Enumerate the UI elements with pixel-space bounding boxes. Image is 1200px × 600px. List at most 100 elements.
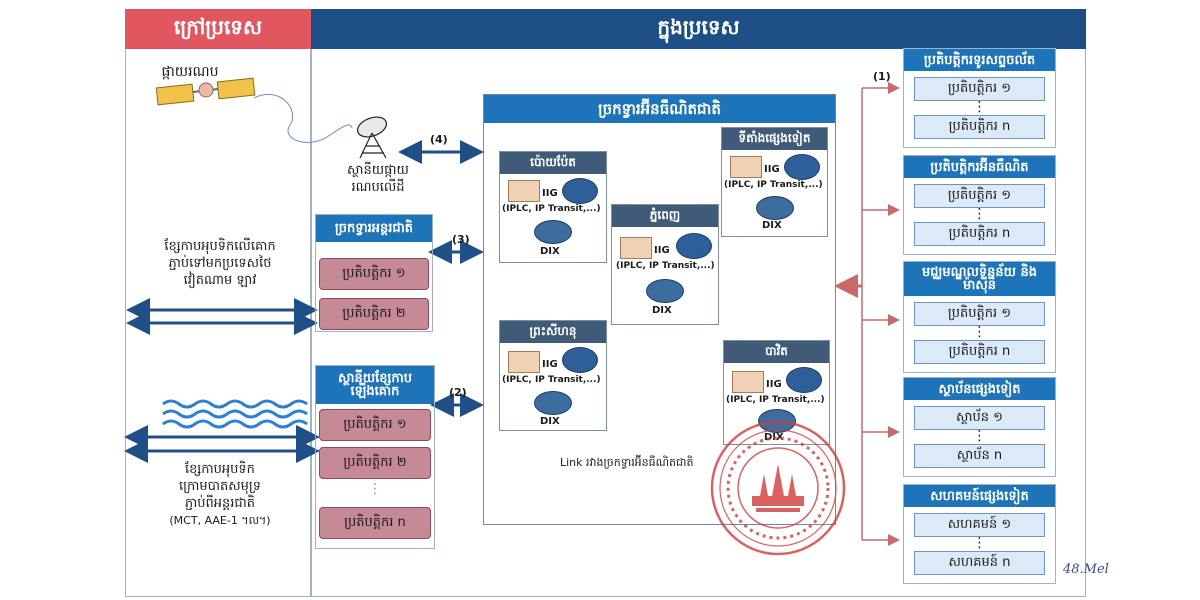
right-group-4-title: ស្ថាប័នផ្សេងទៀត <box>904 378 1055 400</box>
land-cable-line-2: ភ្ជាប់ទៅមកប្រទេសថៃ <box>168 256 272 271</box>
cable-station-title-2: ឡើងគោក <box>350 384 400 399</box>
right-group-3: មជ្ឈមណ្ឌលទិន្នន័យ និងម៉ាស៊ីន ប្រតិបត្តិក… <box>903 261 1056 373</box>
node-sihanouk-title: ព្រះសីហនុ <box>500 321 606 343</box>
right-group-1-top: ប្រតិបត្តិករ ១ <box>914 77 1045 101</box>
intl-operator-1: ប្រតិបត្តិករ ១ <box>319 258 429 290</box>
dix-label: DIX <box>762 220 782 231</box>
iig-label: IIG <box>764 164 780 175</box>
intl-operator-2: ប្រតិបត្តិករ ២ <box>319 298 429 330</box>
right-bracket <box>834 82 900 546</box>
iig-label: IIG <box>542 359 558 370</box>
iig-device-icon <box>620 237 652 259</box>
node-poipet-title: ប៉ោយប៉ែត <box>500 152 606 174</box>
router-icon <box>562 347 598 373</box>
right-group-3-dots: ⋮ <box>972 324 987 340</box>
link-legend-label: Link រវាងច្រកទ្វារអ៊ីនធឺណិតជាតិ <box>560 456 694 469</box>
international-gateway-title: ច្រកទ្វារអន្តរជាតិ <box>316 215 432 242</box>
router-icon <box>676 233 712 259</box>
submarine-cable-text: ខ្សែកាបអុបទិក ក្រោមបាតសមុទ្រ ភ្ជាប់ពីអន្… <box>130 461 310 529</box>
node-sihanouk: ព្រះសីហនុ IIG (IPLC, IP Transit,...) DIX <box>499 320 607 431</box>
node-bavet: បាវិត IIG (IPLC, IP Transit,...) DIX <box>723 340 830 445</box>
node-phnom-penh: ភ្នំពេញ IIG (IPLC, IP Transit,...) DIX <box>611 204 719 325</box>
iig-device-icon <box>508 351 540 373</box>
cable-operator-n: ប្រតិបត្តិករ n <box>319 507 431 539</box>
land-cable-line-1: ខ្សែកាបអុបទិកលើគោក <box>164 239 276 254</box>
submarine-line-2: ក្រោមបាតសមុទ្រ <box>178 479 261 494</box>
router-icon <box>784 154 820 180</box>
land-cable-line-3: វៀតណាម ឡាវ <box>183 273 257 288</box>
right-group-5-title: សហគមន៍ផ្សេងទៀត <box>904 485 1055 507</box>
cable-station-title: ស្ថានីយខ្សែកាប ឡើងគោក <box>316 366 434 404</box>
submarine-line-1: ខ្សែកាបអុបទិក <box>185 462 255 477</box>
right-group-5-top: សហគមន៍ ១ <box>914 513 1045 537</box>
right-group-2-bottom: ប្រតិបត្តិករ n <box>914 222 1045 246</box>
abroad-header: ក្រៅប្រទេស <box>125 9 311 49</box>
dix-router-icon <box>646 279 684 303</box>
router-icon <box>786 367 822 393</box>
iig-sublabel: (IPLC, IP Transit,...) <box>616 261 715 271</box>
dix-label: DIX <box>540 246 560 257</box>
iig-label: IIG <box>766 379 782 390</box>
signature: 48.Mel <box>1063 562 1109 577</box>
ground-station-line-2: រណបលើដី <box>351 180 405 195</box>
right-group-3-bottom: ប្រតិបត្តិករ n <box>914 340 1045 364</box>
satellite-signal <box>253 93 353 143</box>
iig-label: IIG <box>654 245 670 256</box>
dix-label: DIX <box>540 416 560 427</box>
iig-sublabel: (IPLC, IP Transit,...) <box>502 375 601 385</box>
dish-station-graphic <box>356 116 388 159</box>
arrow-label-2: (2) <box>449 386 467 399</box>
dix-router-icon <box>534 391 572 415</box>
iig-device-icon <box>508 180 540 202</box>
right-group-2: ប្រតិបត្តិករអ៊ីនធឺណិត ប្រតិបត្តិករ ១ ⋮ ប… <box>903 155 1056 255</box>
waves-graphic <box>162 399 308 429</box>
iig-sublabel: (IPLC, IP Transit,...) <box>726 395 825 405</box>
international-gateway: ច្រកទ្វារអន្តរជាតិ ប្រតិបត្តិករ ១ ប្រតិប… <box>315 214 433 332</box>
iig-sublabel: (IPLC, IP Transit,...) <box>502 204 601 214</box>
right-group-5-dots: ⋮ <box>972 535 987 551</box>
right-group-1: ប្រតិបត្តិករទូរសព្ទចល័ត ប្រតិបត្តិករ ១ ⋮… <box>903 48 1056 148</box>
land-cable-text: ខ្សែកាបអុបទិកលើគោក ភ្ជាប់ទៅមកប្រទេសថៃ វៀ… <box>130 238 310 289</box>
right-group-3-top: ប្រតិបត្តិករ ១ <box>914 302 1045 326</box>
cable-operator-2: ប្រតិបត្តិករ ២ <box>319 447 431 479</box>
official-stamp <box>710 420 846 556</box>
dix-router-icon <box>756 196 794 220</box>
right-group-4-top: ស្ថាប័ន ១ <box>914 406 1045 430</box>
right-group-1-title: ប្រតិបត្តិករទូរសព្ទចល័ត <box>904 49 1055 71</box>
right-group-4: ស្ថាប័នផ្សេងទៀត ស្ថាប័ន ១ ⋮ ស្ថាប័ន n <box>903 377 1056 477</box>
iig-device-icon <box>730 156 762 178</box>
right-group-1-bottom: ប្រតិបត្តិករ n <box>914 115 1045 139</box>
ground-station-label: ស្ថានីយផ្កាយ រណបលើដី <box>323 162 433 196</box>
cable-operator-1: ប្រតិបត្តិករ ១ <box>319 409 431 441</box>
node-phnom-penh-title: ភ្នំពេញ <box>612 205 718 227</box>
cable-dots: ⋮ <box>368 481 382 497</box>
submarine-line-3: ភ្ជាប់ពីអន្តរជាតិ <box>184 496 256 511</box>
router-icon <box>562 178 598 204</box>
domestic-header: ក្នុងប្រទេស <box>311 9 1086 49</box>
right-group-5: សហគមន៍ផ្សេងទៀត សហគមន៍ ១ ⋮ សហគមន៍ n <box>903 484 1056 584</box>
right-group-4-bottom: ស្ថាប័ន n <box>914 444 1045 468</box>
arrow-label-1: (1) <box>873 70 891 83</box>
dix-router-icon <box>534 220 572 244</box>
node-other-border-title: ទីតាំងផ្សេងទៀត <box>722 128 827 150</box>
iig-device-icon <box>732 371 764 393</box>
cable-landing-station: ស្ថានីយខ្សែកាប ឡើងគោក ប្រតិបត្តិករ ១ ប្រ… <box>315 365 435 549</box>
submarine-note: (MCT, AAE-1 ។ល។) <box>169 514 271 527</box>
arrow-label-3: (3) <box>452 233 470 246</box>
right-group-2-top: ប្រតិបត្តិករ ១ <box>914 184 1045 208</box>
right-group-2-dots: ⋮ <box>972 206 987 222</box>
node-poipet: ប៉ោយប៉ែត IIG (IPLC, IP Transit,...) DIX <box>499 151 607 263</box>
ground-station-line-1: ស្ថានីយផ្កាយ <box>347 163 409 178</box>
right-group-5-bottom: សហគមន៍ n <box>914 551 1045 575</box>
node-bavet-title: បាវិត <box>724 341 829 363</box>
arrow-label-4: (4) <box>430 133 448 146</box>
right-group-1-dots: ⋮ <box>972 99 987 115</box>
node-other-border: ទីតាំងផ្សេងទៀត IIG (IPLC, IP Transit,...… <box>721 127 828 237</box>
dix-router-icon <box>758 409 796 433</box>
satellite-graphic <box>155 77 256 106</box>
right-group-4-dots: ⋮ <box>972 428 987 444</box>
iig-sublabel: (IPLC, IP Transit,...) <box>724 180 823 190</box>
right-group-2-title: ប្រតិបត្តិករអ៊ីនធឺណិត <box>904 156 1055 178</box>
satellite-label: ផ្កាយរណប <box>161 64 219 80</box>
right-group-3-title: មជ្ឈមណ្ឌលទិន្នន័យ និងម៉ាស៊ីន <box>904 262 1055 296</box>
